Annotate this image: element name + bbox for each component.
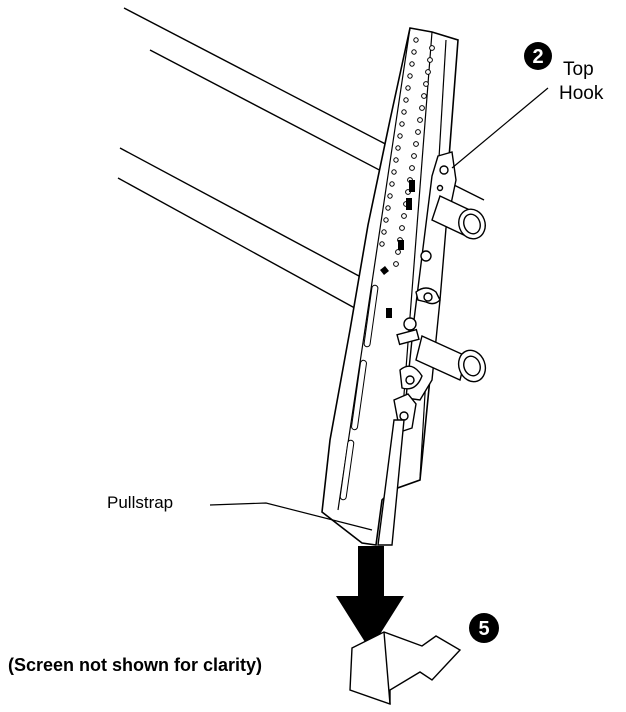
- step-2-number: 2: [532, 46, 543, 68]
- pullstrap-label: Pullstrap: [107, 493, 173, 512]
- top-hook-pin: [439, 165, 449, 175]
- wall-rails: [117, 7, 485, 313]
- rail-bottom-upper-edge: [119, 147, 373, 284]
- lower-rail-cylinder: [415, 335, 467, 381]
- rail-top-upper-edge: [123, 7, 421, 163]
- step-5-number: 5: [478, 618, 489, 640]
- top-hook-label-line2: Hook: [559, 83, 604, 104]
- bracket-tabs: [380, 180, 415, 318]
- pullstrap: [377, 419, 405, 546]
- step-badge-5: 5: [469, 613, 499, 643]
- bracket-fold-line: [337, 27, 411, 511]
- top-hook-leader-line: [451, 87, 549, 169]
- bent-arrow-icon: [349, 631, 462, 705]
- rail-bottom-lower-edge: [117, 177, 363, 313]
- step-badge-2: 2: [524, 42, 552, 70]
- clarity-note: (Screen not shown for clarity): [8, 655, 262, 675]
- down-arrow-icon: [336, 546, 404, 650]
- pullstrap-leader-line: [209, 502, 373, 531]
- bracket-slots: [339, 284, 379, 501]
- vertical-bracket: [321, 27, 459, 546]
- screw-upper: [420, 250, 432, 262]
- rail-top-right-segment: [449, 182, 485, 201]
- bracket-holes: [379, 37, 435, 267]
- top-hook-label-line1: Top: [563, 59, 594, 80]
- latch: [396, 328, 420, 346]
- rail-end-caps: [415, 195, 487, 383]
- rail-top-lower-edge: [149, 49, 411, 187]
